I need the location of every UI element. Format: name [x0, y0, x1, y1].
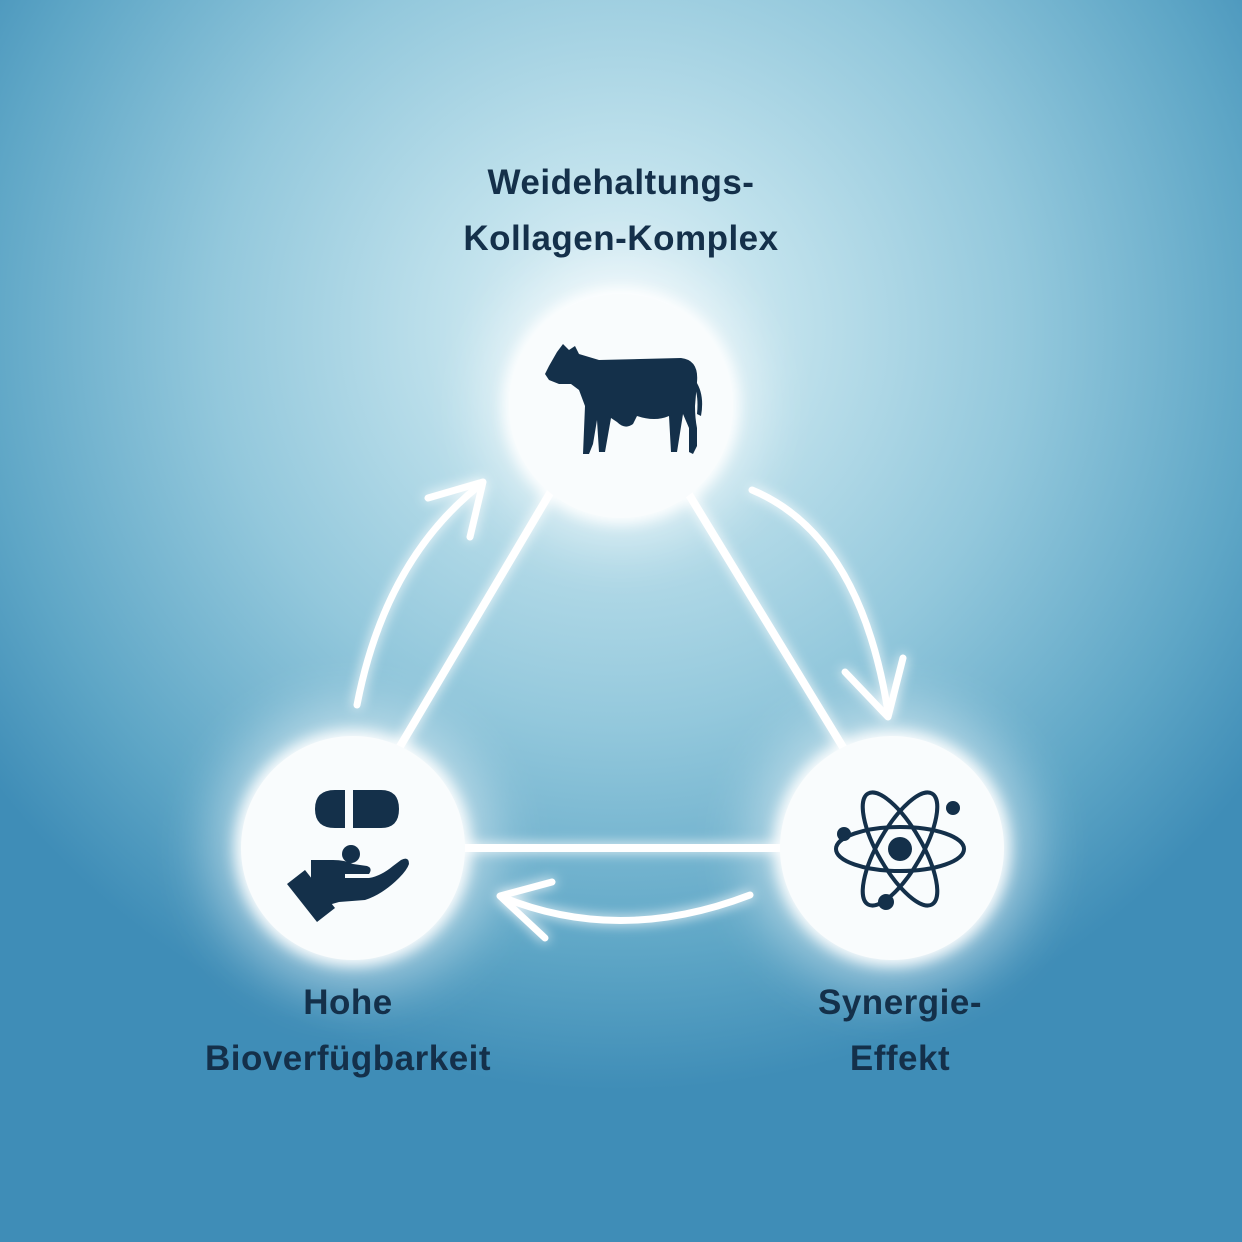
arrow-bottom-left-head	[496, 878, 556, 942]
label-line: Weidehaltungs-	[487, 163, 755, 202]
arrow-right-down-head	[841, 654, 907, 721]
hand-cuff	[287, 870, 335, 922]
arrow-left-up	[353, 481, 484, 709]
node-collagen-complex	[509, 294, 733, 518]
label-line: Hohe	[303, 983, 393, 1022]
label-synergy: Synergie- Effekt	[760, 975, 1040, 1087]
label-line: Synergie-	[818, 983, 982, 1022]
hand-shape	[311, 858, 409, 906]
hand-capsule-icon	[287, 790, 409, 922]
capsule-right-half	[353, 790, 399, 828]
node-bioavailability	[241, 736, 465, 960]
arrow-left-up-head	[424, 478, 487, 541]
electron-top	[946, 801, 960, 815]
label-line: Bioverfügbarkeit	[204, 1039, 492, 1078]
edge-top-left	[388, 484, 557, 764]
label-bioavailability: Hohe Bioverfügbarkeit	[118, 975, 578, 1087]
held-ball	[342, 845, 360, 863]
arrow-bottom-left	[498, 891, 754, 924]
label-line: Kollagen-Komplex	[463, 219, 779, 258]
electron-bottom	[878, 894, 894, 910]
atom-icon	[834, 790, 966, 910]
label-line: Effekt	[849, 1039, 951, 1078]
edge-top-right	[681, 484, 856, 766]
capsule-left-half	[315, 790, 345, 828]
nucleus	[888, 837, 912, 861]
cow-icon	[545, 344, 703, 454]
electron-left	[837, 827, 851, 841]
node-synergy	[780, 736, 1004, 960]
label-collagen-complex: Weidehaltungs- Kollagen-Komplex	[321, 155, 921, 267]
arrow-right-down	[748, 486, 892, 716]
